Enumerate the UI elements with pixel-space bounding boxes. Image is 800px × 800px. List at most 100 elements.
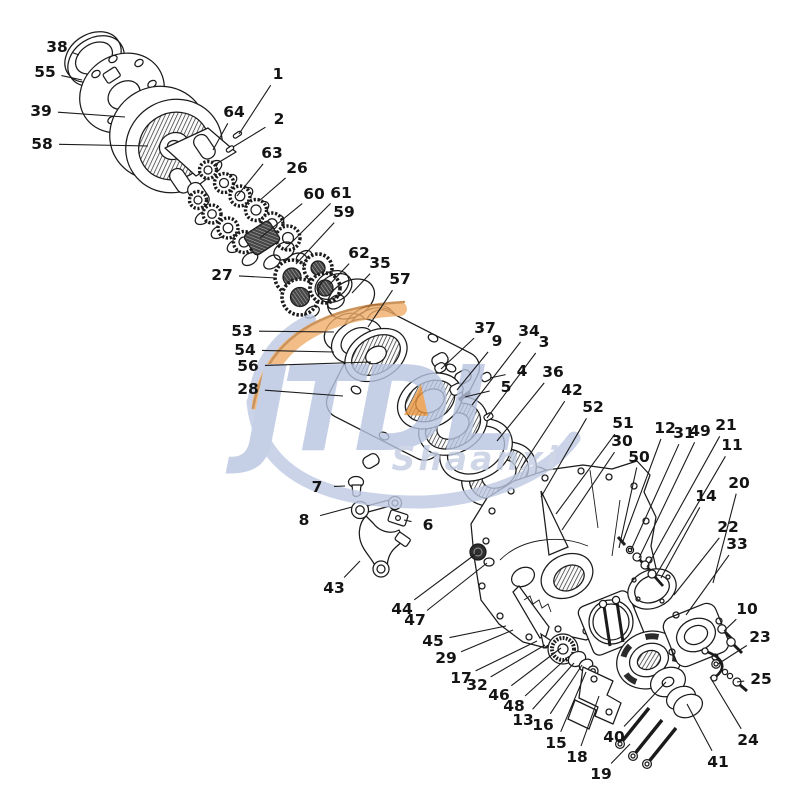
callout-label-45: 45 [422,632,444,650]
callout-leader-59 [295,222,335,265]
callout-label-11: 11 [721,436,743,454]
callout-label-24: 24 [737,731,759,749]
callout-label-14: 14 [695,487,717,505]
callout-label-4: 4 [517,362,528,380]
callout-label-42: 42 [561,381,583,399]
callout-label-35: 35 [369,254,391,272]
callout-label-9: 9 [492,332,503,350]
callout-leader-49 [638,441,696,559]
part-bolt [726,637,736,647]
callout-label-26: 26 [286,159,308,177]
callout-label-12: 12 [654,419,676,437]
callout-leader-35 [351,273,371,294]
watermark-swoosh-orange [252,302,407,411]
callout-label-29: 29 [435,649,457,667]
part-callouts: 1234567891011121314151617181920212223242… [30,38,772,783]
callout-label-5: 5 [501,378,512,396]
callout-leader-31 [630,443,680,551]
callout-label-13: 13 [512,711,534,729]
callout-leader-5 [464,390,490,398]
part-output-shaft [512,585,555,650]
callout-leader-52 [540,418,587,498]
callout-label-51: 51 [612,414,634,432]
callout-leader-57 [367,289,393,328]
callout-label-32: 32 [466,676,488,694]
part-pin [616,536,627,546]
callout-label-19: 19 [590,765,612,783]
callout-leader-18 [580,695,600,747]
callout-leader-26 [258,177,286,202]
callout-leader-29 [460,629,514,653]
callout-leader-14 [660,507,701,579]
part-bolt [717,624,727,634]
callout-leader-9 [456,351,489,391]
callout-label-34: 34 [518,322,540,340]
callout-label-49: 49 [689,422,711,440]
callout-label-58: 58 [31,135,53,153]
callout-leader-45 [449,625,507,639]
callout-label-28: 28 [237,380,259,398]
callout-leader-6 [403,519,412,523]
callout-leader-25 [736,680,745,683]
callout-label-40: 40 [603,728,625,746]
callout-label-46: 46 [488,686,510,704]
callout-label-2: 2 [274,110,285,128]
callout-label-33: 33 [726,535,748,553]
part-sun-gear-drum [323,312,408,383]
part-bolt [647,569,657,579]
watermark-logo-text: JTDL [225,340,511,478]
callout-leader-61 [283,203,331,251]
watermark-swoosh-blue-lower [246,395,581,509]
callout-leader-62 [329,263,350,285]
callout-label-21: 21 [715,416,737,434]
callout-leader-38 [72,52,80,56]
callout-leader-51 [555,433,616,515]
callout-leader-37 [440,337,475,370]
callout-leader-8 [319,506,353,517]
callout-label-6: 6 [423,516,434,534]
callout-label-10: 10 [736,600,758,618]
part-planet-gear-set [187,159,345,319]
callout-leader-60 [259,203,303,239]
part-small-cylinder [480,371,492,383]
callout-leader-47 [426,562,488,611]
part-rear-brake-drum [616,630,704,719]
callout-label-3: 3 [539,333,550,351]
callout-label-64: 64 [223,103,245,121]
callout-label-30: 30 [611,432,633,450]
part-oil-pipe [704,649,724,680]
part-nut [711,659,721,669]
callout-label-17: 17 [450,669,472,687]
callout-label-23: 23 [749,628,771,646]
callout-leader-44 [413,552,478,601]
part-gasket [627,568,677,610]
part-breather-plug [469,543,487,561]
part-slide-block [387,509,409,527]
callout-label-7: 7 [312,478,323,496]
callout-label-43: 43 [323,579,345,597]
callout-leader-27 [238,275,277,279]
callout-label-48: 48 [503,697,525,715]
callout-label-52: 52 [582,398,604,416]
callout-leader-54 [261,349,335,353]
callout-leader-23 [717,645,748,665]
callout-label-20: 20 [728,474,750,492]
callout-label-38: 38 [46,38,68,56]
callout-leader-64 [212,123,229,151]
part-rear-cover [662,602,748,693]
callout-leader-12 [622,438,662,542]
callout-label-60: 60 [303,185,325,203]
callout-leader-33 [685,554,730,616]
callout-leader-32 [490,644,546,678]
callout-label-47: 47 [404,611,426,629]
callout-leader-39 [57,111,126,118]
callout-leader-2 [232,126,266,148]
callout-label-62: 62 [348,244,370,262]
callout-leader-50 [618,467,638,549]
callout-label-54: 54 [234,341,256,359]
callout-leader-24 [709,676,742,730]
callout-leader-36 [496,382,545,442]
callout-leader-53 [258,330,335,333]
callout-leader-11 [654,456,726,578]
